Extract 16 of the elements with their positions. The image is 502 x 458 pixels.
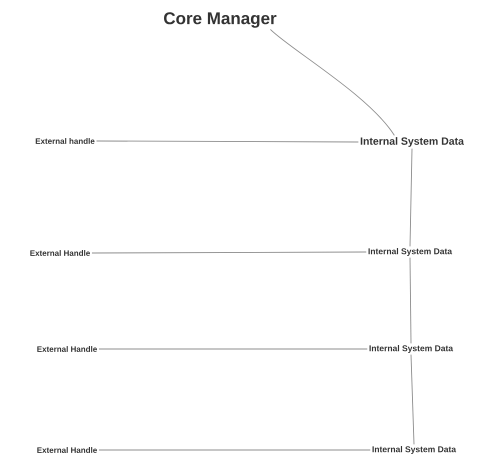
data-label: Internal System Data: [360, 137, 464, 147]
connector-line: [410, 257, 412, 344]
connector-line: [98, 348, 368, 350]
handle-label: External Handle: [37, 447, 97, 453]
handle-label: External handle: [36, 138, 94, 144]
handle-label: External Handle: [37, 346, 97, 352]
data-label: Internal System Data: [370, 345, 454, 353]
connector-line: [410, 148, 412, 247]
connector-line: [270, 28, 395, 136]
heading-text: Core Manager: [164, 12, 276, 28]
connector-line: [91, 252, 367, 254]
data-label: Internal System Data: [372, 446, 456, 454]
connector-line: [96, 140, 359, 142]
data-label: Internal System Data: [368, 248, 452, 256]
handle-label: External Handle: [30, 250, 90, 256]
connector-line: [410, 354, 414, 445]
